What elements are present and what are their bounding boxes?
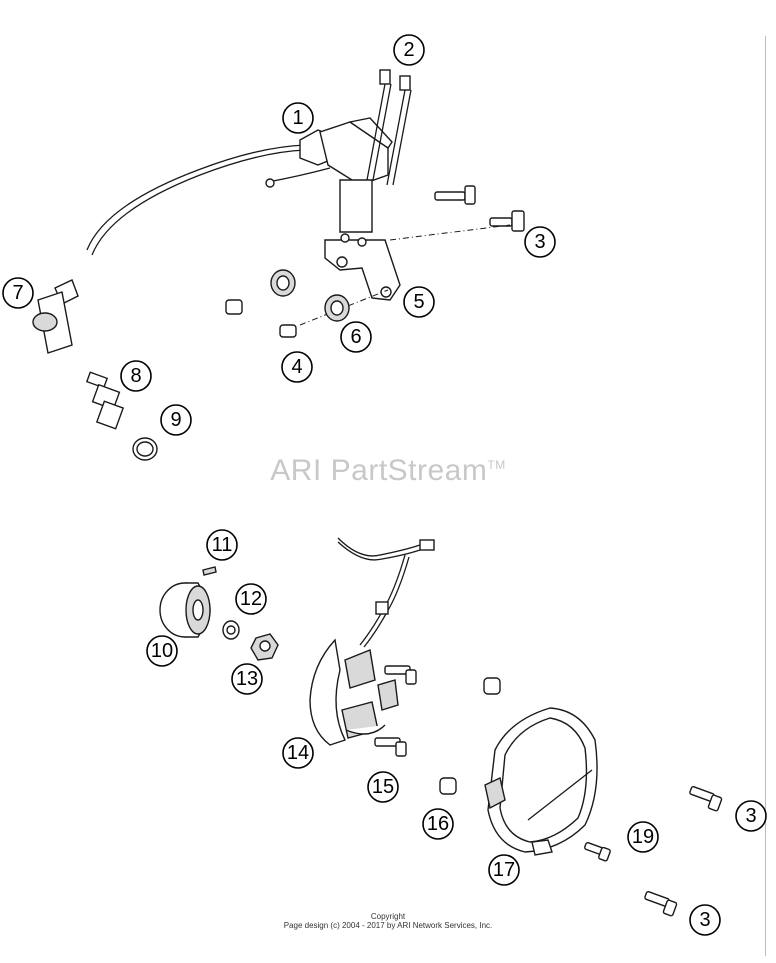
svg-text:1: 1 xyxy=(292,107,303,129)
bracket-screws[interactable] xyxy=(434,185,525,232)
mount-sleeves[interactable] xyxy=(225,299,297,338)
callout-8: 8 xyxy=(120,360,152,392)
page-edge-rule xyxy=(765,36,766,956)
watermark: ARI PartStreamTM xyxy=(0,454,776,488)
washer[interactable] xyxy=(222,620,240,640)
svg-text:9: 9 xyxy=(170,409,181,431)
callout-15: 15 xyxy=(367,771,399,803)
callout-11: 11 xyxy=(206,529,238,561)
svg-text:19: 19 xyxy=(632,826,654,848)
svg-text:4: 4 xyxy=(291,356,302,378)
watermark-text: ARI PartStream xyxy=(270,454,488,487)
mount-axis-line xyxy=(299,289,389,326)
spark-plug[interactable] xyxy=(85,371,125,430)
callout-4: 4 xyxy=(281,351,313,383)
rotor[interactable] xyxy=(159,582,211,638)
stator-screws[interactable] xyxy=(374,665,417,757)
spark-plug-connector[interactable] xyxy=(32,279,79,354)
callout-7: 7 xyxy=(2,277,34,309)
svg-text:8: 8 xyxy=(130,365,141,387)
coil-bolts[interactable] xyxy=(366,69,412,186)
rubber-mounts[interactable] xyxy=(270,269,350,322)
callout-16: 16 xyxy=(422,808,454,840)
svg-text:3: 3 xyxy=(699,909,710,931)
svg-text:3: 3 xyxy=(534,231,545,253)
sealing-ring[interactable] xyxy=(132,437,158,461)
callout-5: 5 xyxy=(403,286,435,318)
callout-19: 19 xyxy=(627,821,659,853)
trademark-mark: TM xyxy=(487,458,506,472)
ignition-coil[interactable] xyxy=(86,117,393,256)
bolt-axis-line xyxy=(389,224,511,241)
callout-6: 6 xyxy=(340,321,372,353)
svg-text:6: 6 xyxy=(350,326,361,348)
callout-3a: 3 xyxy=(524,226,556,258)
copyright-line-1: Copyright xyxy=(370,912,406,921)
svg-text:2: 2 xyxy=(403,39,414,61)
callout-9: 9 xyxy=(160,404,192,436)
svg-text:13: 13 xyxy=(236,668,258,690)
coil-bracket[interactable] xyxy=(324,233,401,301)
svg-text:15: 15 xyxy=(372,776,394,798)
svg-text:17: 17 xyxy=(493,859,515,881)
dowel-sleeves[interactable] xyxy=(439,677,501,795)
callout-3b: 3 xyxy=(735,800,767,832)
svg-text:7: 7 xyxy=(12,282,23,304)
stator-wiring[interactable] xyxy=(337,537,435,648)
callout-17: 17 xyxy=(488,854,520,886)
callout-10: 10 xyxy=(146,635,178,667)
ignition-cover[interactable] xyxy=(484,707,598,856)
copyright-line-2: Page design (c) 2004 - 2017 by ARI Netwo… xyxy=(283,921,493,930)
woodruff-key[interactable] xyxy=(202,566,217,576)
svg-text:5: 5 xyxy=(413,291,424,313)
callout-2: 2 xyxy=(393,34,425,66)
cover-screws[interactable] xyxy=(584,786,723,917)
svg-text:3: 3 xyxy=(745,805,756,827)
callout-14: 14 xyxy=(282,737,314,769)
callout-3c: 3 xyxy=(689,904,721,936)
svg-text:16: 16 xyxy=(427,813,449,835)
svg-text:14: 14 xyxy=(287,742,309,764)
svg-text:10: 10 xyxy=(151,640,173,662)
stator[interactable] xyxy=(309,638,399,746)
callout-1: 1 xyxy=(282,102,314,134)
copyright-notice: Copyright Page design (c) 2004 - 2017 by… xyxy=(0,912,776,930)
callout-13: 13 xyxy=(231,663,263,695)
callout-12: 12 xyxy=(235,583,267,615)
rotor-nut[interactable] xyxy=(250,633,279,661)
svg-text:12: 12 xyxy=(240,588,262,610)
svg-text:11: 11 xyxy=(212,534,233,556)
